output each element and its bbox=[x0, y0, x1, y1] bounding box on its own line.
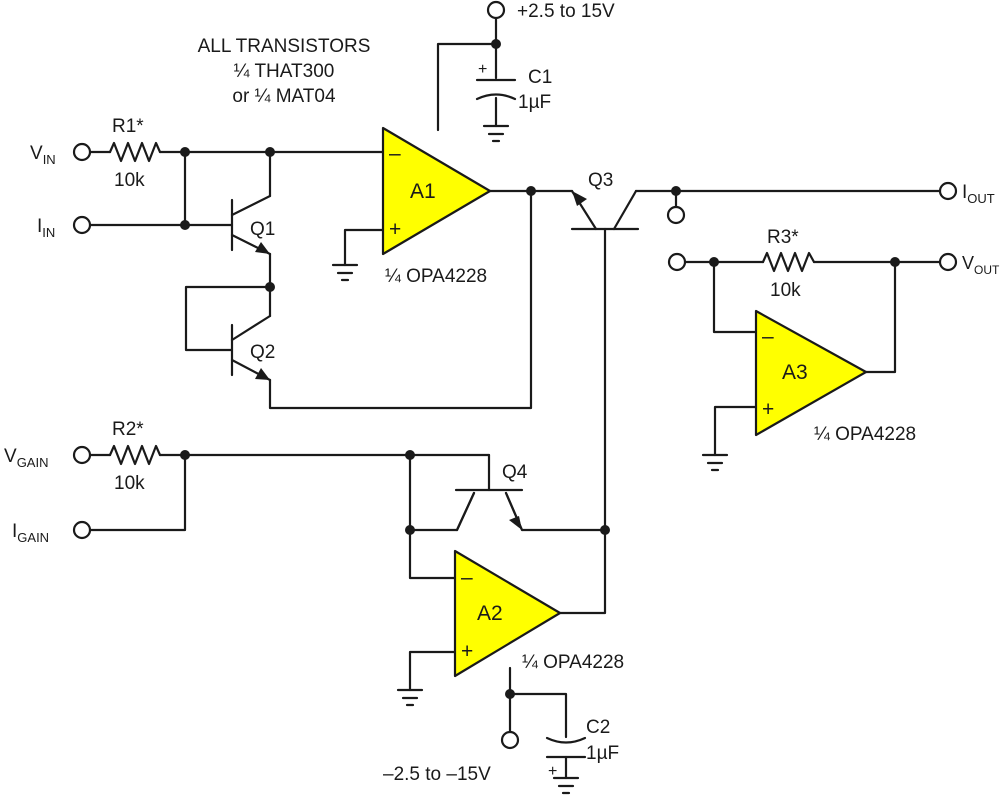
iout-label-base: I bbox=[962, 182, 967, 203]
transistor-q3: Q3 bbox=[570, 170, 640, 231]
resistor-r2-value: 10k bbox=[114, 473, 145, 494]
opamp-a1-minus: – bbox=[389, 142, 401, 165]
igain-label-base: I bbox=[12, 521, 17, 542]
resistor-r2-name: R2* bbox=[112, 419, 144, 440]
capacitor-c2: + C2 1µF bbox=[545, 717, 619, 780]
capacitor-c2-name: C2 bbox=[586, 717, 610, 738]
vout-label-sub: OUT bbox=[974, 263, 1000, 277]
vgain-label: VGAIN bbox=[4, 446, 48, 470]
ground-icon bbox=[396, 688, 424, 707]
igain-label-sub: GAIN bbox=[17, 530, 49, 545]
vin-label: VIN bbox=[30, 143, 56, 167]
resistor-r1: R1* 10k bbox=[108, 116, 162, 191]
vout-label: VOUT bbox=[962, 253, 1000, 277]
iout-label: IOUT bbox=[962, 182, 995, 206]
resistor-r1-name: R1* bbox=[112, 116, 144, 137]
capacitor-c2-value: 1µF bbox=[586, 743, 619, 764]
capacitor-c1-name: C1 bbox=[528, 67, 552, 88]
vin-label-sub: IN bbox=[43, 152, 56, 167]
resistor-r1-value: 10k bbox=[114, 170, 145, 191]
capacitor-c1-plus: + bbox=[478, 61, 487, 78]
vgain-label-base: V bbox=[4, 446, 17, 467]
opamp-a2-plus: + bbox=[461, 640, 473, 663]
vin-label-base: V bbox=[30, 143, 43, 164]
wires bbox=[88, 12, 942, 780]
vout-in-terminal bbox=[667, 252, 687, 272]
resistor-r3-value: 10k bbox=[770, 280, 801, 301]
opamp-a1: – + A1 ¼ OPA4228 bbox=[381, 126, 492, 287]
opamp-a1-plus: + bbox=[389, 218, 401, 241]
vout-label-base: V bbox=[962, 253, 974, 273]
transistor-q2: Q2 bbox=[230, 314, 275, 382]
negative-supply-terminal bbox=[500, 730, 520, 750]
opamp-a3-minus: – bbox=[762, 325, 774, 348]
resistor-r3-name: R3* bbox=[767, 227, 799, 248]
resistor-r2: R2* 10k bbox=[108, 419, 162, 494]
transistor-q4: Q4 bbox=[454, 462, 528, 532]
junction-dots bbox=[180, 39, 900, 699]
transistor-q1: Q1 bbox=[230, 194, 275, 256]
opamp-a2-label: A2 bbox=[477, 602, 503, 625]
vgain-label-sub: GAIN bbox=[17, 455, 49, 470]
note-line-3: or ¼ MAT04 bbox=[232, 86, 336, 107]
vin-terminal bbox=[72, 142, 92, 162]
vgain-terminal bbox=[72, 445, 92, 465]
transistor-q1-label: Q1 bbox=[250, 219, 275, 240]
igain-terminal bbox=[72, 520, 92, 540]
transistor-q3-label: Q3 bbox=[588, 170, 613, 191]
vout-terminal bbox=[938, 252, 958, 272]
opamp-a2: – + A2 ¼ OPA4228 bbox=[453, 549, 624, 678]
transistor-q4-label: Q4 bbox=[502, 462, 528, 483]
opamp-a3-part: ¼ OPA4228 bbox=[814, 424, 916, 445]
ground-icon bbox=[482, 124, 510, 143]
positive-supply-terminal bbox=[486, 0, 506, 20]
opamp-a1-label: A1 bbox=[410, 180, 436, 203]
note-line-2: ¼ THAT300 bbox=[234, 61, 335, 82]
capacitor-c1: + C1 1µF bbox=[475, 61, 552, 113]
opamp-a3: – + A3 ¼ OPA4228 bbox=[754, 309, 916, 445]
capacitor-c1-value: 1µF bbox=[518, 92, 551, 113]
opamp-a3-label: A3 bbox=[782, 361, 808, 384]
ground-icon bbox=[552, 776, 580, 795]
ground-icon bbox=[701, 453, 729, 472]
iout-terminal bbox=[938, 181, 958, 201]
iin-terminal bbox=[72, 215, 92, 235]
note-line-1: ALL TRANSISTORS bbox=[198, 36, 371, 57]
resistor-r3: R3* 10k bbox=[761, 227, 816, 301]
opamp-a3-plus: + bbox=[762, 398, 774, 421]
opamp-a2-minus: – bbox=[461, 566, 473, 589]
transistor-note: ALL TRANSISTORS ¼ THAT300 or ¼ MAT04 bbox=[198, 36, 371, 107]
negative-supply-label: –2.5 to –15V bbox=[383, 764, 491, 785]
igain-label: IGAIN bbox=[12, 521, 49, 545]
ground-icon bbox=[331, 263, 359, 282]
transistor-q2-label: Q2 bbox=[250, 342, 275, 363]
positive-supply-label: +2.5 to 15V bbox=[517, 1, 615, 22]
capacitor-c2-plus: + bbox=[548, 763, 557, 780]
iout-test-terminal bbox=[666, 205, 686, 225]
iin-label-base: I bbox=[37, 216, 42, 237]
opamp-a2-part: ¼ OPA4228 bbox=[522, 652, 624, 673]
opamp-a1-part: ¼ OPA4228 bbox=[385, 266, 487, 287]
iin-label: IIN bbox=[37, 216, 55, 240]
iin-label-sub: IN bbox=[42, 225, 55, 240]
iout-label-sub: OUT bbox=[967, 191, 995, 206]
